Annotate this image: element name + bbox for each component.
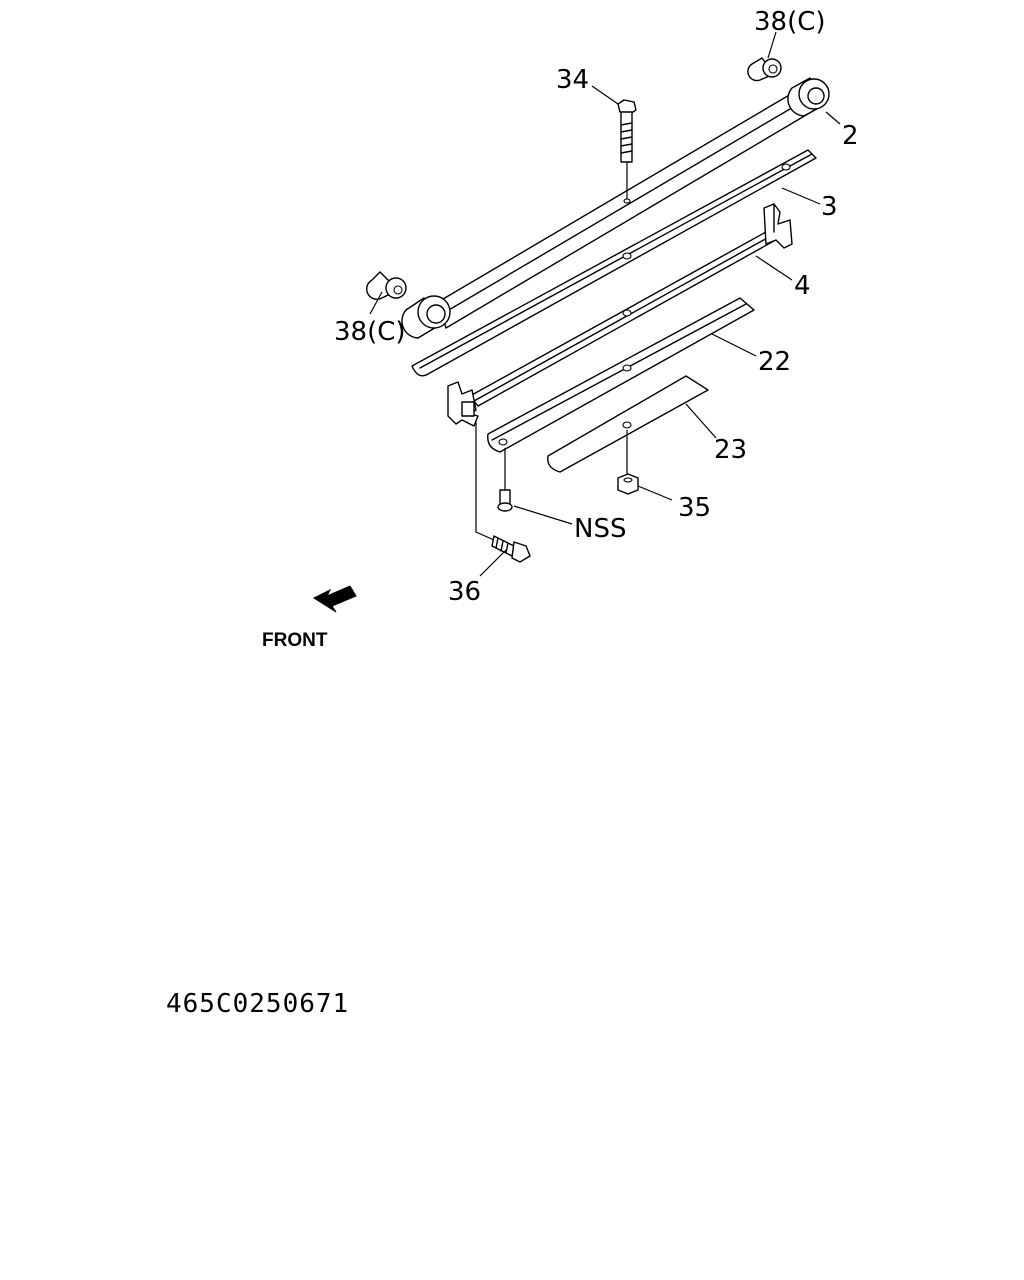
leaf-23 — [547, 375, 709, 473]
leader-lines — [369, 31, 841, 577]
callout-3: 3 — [821, 192, 838, 222]
rebound-clip-rear — [763, 203, 793, 249]
callout-2: 2 — [842, 121, 859, 151]
nut-35 — [617, 430, 639, 495]
bushing-38-rear — [747, 57, 782, 82]
front-arrow-icon — [312, 585, 357, 613]
leaf-3 — [411, 149, 817, 377]
callout-36: 36 — [448, 577, 481, 607]
nss-rivet — [497, 448, 513, 512]
callout-nss: NSS — [574, 514, 626, 544]
center-bolt-34 — [617, 99, 637, 204]
callout-38-front: 38(C) — [334, 317, 406, 347]
callout-35: 35 — [678, 493, 711, 523]
callout-4: 4 — [794, 271, 811, 301]
leaf-22 — [487, 297, 755, 453]
callout-34: 34 — [556, 65, 589, 95]
eye-bushing-rear — [787, 77, 830, 117]
callout-23: 23 — [714, 435, 747, 465]
rebound-clip-front — [447, 381, 479, 427]
callout-38-rear: 38(C) — [754, 7, 826, 37]
document-id: 465C0250671 — [166, 989, 349, 1019]
clip-bolt-36 — [475, 420, 531, 563]
callout-22: 22 — [758, 347, 791, 377]
front-label: FRONT — [262, 630, 328, 651]
bushing-38-front — [366, 271, 407, 300]
eye-bushing-front — [401, 295, 451, 339]
